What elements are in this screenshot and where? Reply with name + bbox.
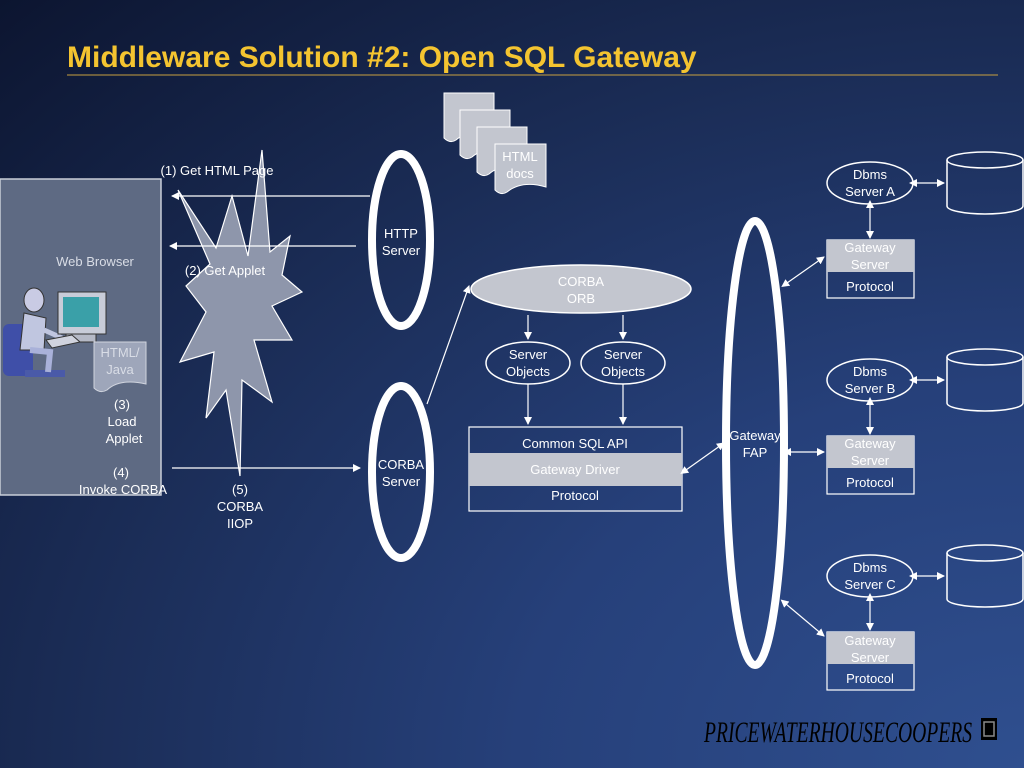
logo-mark-inner [983, 721, 995, 737]
gateway-fap [722, 217, 788, 669]
web-browser: Web Browser HTML/ Java [0, 178, 162, 496]
corba-orb [470, 264, 692, 314]
web-browser-label: Web Browser [56, 254, 134, 269]
gateway-server-b-band [827, 436, 914, 468]
corba-server-line2: Server [382, 474, 421, 489]
dbms-server-b-line1: Dbms [853, 364, 887, 379]
common-sql-api-label: Common SQL API [522, 436, 628, 451]
corba-orb-line1: CORBA [558, 274, 605, 289]
database-b-icon [946, 348, 1024, 412]
step-get-applet-label: (2) Get Applet [185, 263, 266, 278]
gateway-server-b-line2: Server [851, 453, 890, 468]
arrow-corba-server-to-orb [426, 285, 471, 405]
gateway-server-a-line2: Server [851, 257, 890, 272]
gateway-server-c-band [827, 632, 914, 664]
gateway-driver-label: Gateway Driver [530, 462, 620, 477]
dbms-server-b-group: Dbms Server B Gateway Server Protocol [783, 348, 1024, 495]
http-server-line1: HTTP [384, 226, 418, 241]
dbms-server-b-line2: Server B [845, 381, 896, 396]
gateway-server-b-protocol: Protocol [846, 475, 894, 490]
http-server-line2: Server [382, 243, 421, 258]
corba-orb-line2: ORB [567, 291, 595, 306]
gateway-server-a-protocol: Protocol [846, 279, 894, 294]
gateway-fap-line1: Gateway [729, 428, 781, 443]
dbms-server-a-line1: Dbms [853, 167, 887, 182]
network-starburst [177, 149, 304, 477]
arrow-fap-gateway-c [780, 599, 825, 637]
http-server [368, 150, 434, 330]
dbms-server-c-line1: Dbms [853, 560, 887, 575]
step-load-applet-line1: (3) [114, 397, 130, 412]
gateway-server-c-line2: Server [851, 650, 890, 665]
page-title: Middleware Solution #2: Open SQL Gateway [67, 41, 697, 74]
arrow-driver-to-fap [680, 442, 725, 475]
step-corba-iiop-line2: CORBA [217, 499, 264, 514]
step-load-applet-line3: Applet [106, 431, 143, 446]
dbms-server-a-line2: Server A [845, 184, 895, 199]
gateway-stack-protocol-label: Protocol [551, 488, 599, 503]
user-at-computer-icon [3, 287, 107, 377]
gateway-fap-line2: FAP [743, 445, 768, 460]
dbms-server-a-group: Dbms Server A Gateway Server Protocol [781, 151, 1024, 299]
html-docs-stack [443, 92, 547, 195]
html-java-line1: HTML/ [101, 345, 140, 360]
gateway-server-a-line1: Gateway [844, 240, 896, 255]
gateway-server-b-line1: Gateway [844, 436, 896, 451]
step-invoke-corba-line2: Invoke CORBA [79, 482, 167, 497]
pricewaterhousecoopers-logo: PRICEWATERHOUSECOOPERS [703, 716, 972, 749]
gateway-server-c-line1: Gateway [844, 633, 896, 648]
corba-server-line1: CORBA [378, 457, 425, 472]
html-java-doc [93, 341, 147, 393]
gateway-server-c-protocol: Protocol [846, 671, 894, 686]
step-get-html-label: (1) Get HTML Page [161, 163, 274, 178]
server-objects-left-line2: Objects [506, 364, 551, 379]
server-objects-right-line2: Objects [601, 364, 646, 379]
html-docs-line2: docs [506, 166, 534, 181]
step-invoke-corba-line1: (4) [113, 465, 129, 480]
dbms-server-c-group: Dbms Server C Gateway Server Protocol [780, 544, 1024, 691]
step-corba-iiop-line3: IIOP [227, 516, 253, 531]
database-a-icon [946, 151, 1024, 215]
html-docs-line1: HTML [502, 149, 537, 164]
server-objects-left-line1: Server [509, 347, 548, 362]
corba-server [368, 382, 434, 562]
step-load-applet-line2: Load [108, 414, 137, 429]
step-corba-iiop-line1: (5) [232, 482, 248, 497]
html-docs-front [494, 143, 547, 195]
database-c-icon [946, 544, 1024, 608]
logo-mark-icon [981, 718, 997, 740]
gateway-server-a-band [827, 240, 914, 272]
gateway-driver-band [469, 453, 682, 486]
arrow-fap-gateway-a [781, 256, 825, 288]
server-objects-right-line1: Server [604, 347, 643, 362]
html-java-line2: Java [106, 362, 134, 377]
dbms-server-c-line2: Server C [844, 577, 895, 592]
